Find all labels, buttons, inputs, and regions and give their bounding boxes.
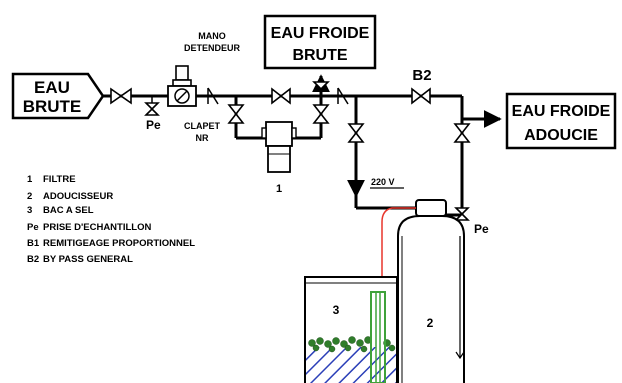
clapet-label-line1: CLAPET	[184, 121, 221, 131]
legend-key-2: 2	[27, 191, 32, 202]
softener-inlet-valve-icon	[347, 123, 365, 135]
filter-housing-icon	[261, 121, 297, 173]
salt-tank-icon	[304, 276, 398, 383]
cold-raw-label-line1: EAU FROIDE	[271, 25, 370, 42]
mano-label-line1: MANO	[198, 31, 226, 41]
clapet-label-line2: NR	[196, 133, 209, 143]
check-valve-icon	[207, 87, 219, 105]
inlet-valve-icon	[110, 87, 132, 105]
legend-key-pe: Pe	[27, 222, 39, 233]
filter-number-label: 1	[276, 183, 282, 195]
legend-text-b1: REMITIGEAGE PROPORTIONNEL	[43, 238, 195, 249]
check-valve-2-icon	[337, 87, 349, 105]
cold-soft-label-line1: EAU FROIDE	[512, 103, 611, 120]
legend-key-b1: B1	[27, 238, 40, 249]
legend-text-1: FILTRE	[43, 174, 76, 185]
brine-cable-line	[381, 207, 416, 296]
filter-bypass-valve-icon	[271, 87, 291, 105]
legend-key-3: 3	[27, 205, 32, 216]
legend: 1 FILTRE 2 ADOUCISSEUR 3 BAC A SEL Pe PR…	[27, 174, 195, 265]
voltage-label: 220 V	[371, 177, 395, 187]
cold-softened-water-box: EAU FROIDE ADOUCIE	[505, 92, 617, 150]
salt-tank-number-label: 3	[333, 303, 340, 317]
sample-tap-left-label: Pe	[146, 118, 161, 132]
cold-raw-water-box: EAU FROIDE BRUTE	[263, 14, 377, 70]
inlet-raw-water-box: EAU BRUTE	[11, 72, 105, 120]
legend-text-3: BAC A SEL	[43, 205, 94, 216]
softener-loop-pipes	[354, 96, 464, 217]
legend-key-b2: B2	[27, 254, 39, 265]
cold-soft-label-line2: ADOUCIE	[524, 127, 598, 144]
legend-text-b2: BY PASS GENERAL	[43, 254, 133, 265]
sample-tap-right-label: Pe	[474, 222, 489, 236]
legend-text-pe: PRISE D'ECHANTILLON	[43, 222, 151, 233]
legend-text-2: ADOUCISSEUR	[43, 191, 113, 202]
sample-tap-right-icon: Pe	[454, 207, 489, 236]
inlet-label-line1: EAU	[34, 78, 70, 97]
mano-label-line2: DETENDEUR	[184, 43, 241, 53]
legend-key-1: 1	[27, 174, 33, 185]
sample-tap-left-icon: Pe	[144, 96, 161, 132]
pressure-reducer-icon	[167, 65, 197, 107]
inlet-label-line2: BRUTE	[23, 97, 82, 116]
bypass-general-valve-icon	[411, 87, 431, 105]
bypass-b2-label: B2	[412, 67, 431, 84]
softener-tank-icon	[397, 199, 465, 383]
softener-outlet-valve-icon	[453, 123, 471, 135]
raw-outlet-valve-icon	[312, 81, 330, 91]
cold-raw-label-line2: BRUTE	[292, 47, 347, 64]
softener-number-label: 2	[427, 316, 434, 330]
